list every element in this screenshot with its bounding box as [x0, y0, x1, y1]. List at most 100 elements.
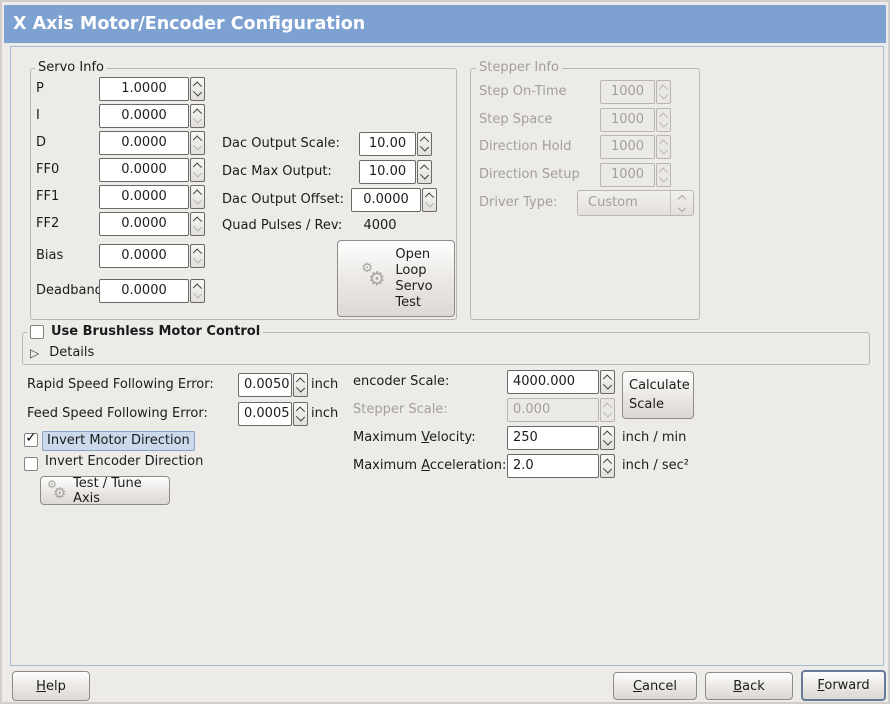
i-label: I [36, 108, 40, 123]
stepper-scale-label: Stepper Scale: [353, 402, 448, 417]
i-spin-buttons[interactable] [190, 104, 205, 128]
maximum-acceleration-input[interactable]: 2.0 [507, 454, 599, 478]
spin-down-icon [658, 145, 669, 155]
acceleration-unit-label: inch / sec² [622, 458, 690, 473]
ff0-label: FF0 [36, 162, 60, 177]
test-tune-axis-button[interactable]: ⚙ ⚙ Test / Tune Axis [40, 476, 170, 506]
ff1-input[interactable]: 0.0000 [99, 185, 189, 209]
spin-down-icon[interactable] [424, 198, 435, 208]
step-on-time-spinbox: 1000 [600, 80, 671, 104]
acceleration-spin-buttons[interactable] [600, 454, 615, 478]
spin-down-icon[interactable] [602, 380, 613, 390]
open-loop-servo-test-button[interactable]: ⚙ ⚙ Open Loop Servo Test [337, 240, 455, 317]
dac-output-scale-spinbox: 10.00 [359, 132, 432, 156]
maximum-velocity-input[interactable]: 250 [507, 426, 599, 450]
p-spinbox: 1.0000 [99, 77, 205, 101]
help-button[interactable]: Help [12, 671, 90, 701]
maximum-acceleration-label: Maximum Acceleration: [353, 458, 507, 473]
spin-down-icon[interactable] [419, 142, 430, 152]
i-spinbox: 0.0000 [99, 104, 205, 128]
driver-type-dropdown: Custom [577, 190, 694, 216]
spin-down-icon[interactable] [192, 168, 203, 178]
dac-max-output-spin-buttons[interactable] [417, 160, 432, 184]
bias-input[interactable]: 0.0000 [99, 244, 189, 268]
i-input[interactable]: 0.0000 [99, 104, 189, 128]
deadband-input[interactable]: 0.0000 [99, 279, 189, 303]
back-button[interactable]: Back [705, 672, 793, 700]
button-line: Loop [395, 262, 427, 278]
spin-down-icon[interactable] [192, 195, 203, 205]
button-line: Servo [395, 278, 433, 294]
invert-encoder-direction-label[interactable]: Invert Encoder Direction [45, 454, 204, 469]
cancel-label: Cancel [632, 678, 678, 694]
p-label: P [36, 81, 44, 96]
encoder-scale-spin-buttons[interactable] [600, 370, 615, 394]
cancel-button[interactable]: Cancel [613, 672, 697, 700]
quad-pulses-value: 4000 [363, 218, 397, 233]
dac-output-offset-spinbox: 0.0000 [351, 188, 437, 212]
spin-down-icon[interactable] [419, 170, 430, 180]
spin-down-icon[interactable] [602, 464, 613, 474]
bias-spin-buttons[interactable] [190, 244, 205, 268]
spin-down-icon [602, 408, 613, 418]
rapid-following-error-input[interactable]: 0.0050 [238, 373, 292, 397]
ff2-input[interactable]: 0.0000 [99, 212, 189, 236]
calculate-scale-button[interactable]: Calculate Scale [622, 371, 694, 419]
gear-icon: ⚙ [368, 267, 386, 290]
invert-motor-direction-label[interactable]: Invert Motor Direction [42, 431, 195, 451]
dac-output-offset-input[interactable]: 0.0000 [351, 188, 421, 212]
dac-output-scale-input[interactable]: 10.00 [359, 132, 416, 156]
encoder-scale-spinbox: 4000.000 [507, 370, 615, 394]
step-space-input: 1000 [600, 108, 655, 132]
feed-spin-buttons[interactable] [293, 402, 308, 426]
bias-spinbox: 0.0000 [99, 244, 205, 268]
content-area [10, 46, 884, 666]
encoder-scale-input[interactable]: 4000.000 [507, 370, 599, 394]
feed-following-error-label: Feed Speed Following Error: [27, 406, 208, 421]
encoder-scale-label: encoder Scale: [353, 374, 450, 389]
dac-output-scale-spin-buttons[interactable] [417, 132, 432, 156]
d-input[interactable]: 0.0000 [99, 131, 189, 155]
dac-max-output-input[interactable]: 10.00 [359, 160, 416, 184]
spin-down-icon[interactable] [192, 289, 203, 299]
rapid-spin-buttons[interactable] [293, 373, 308, 397]
velocity-spin-buttons[interactable] [600, 426, 615, 450]
stepper-scale-spin-buttons [600, 398, 615, 422]
button-line: Open [395, 246, 431, 262]
p-spin-buttons[interactable] [190, 77, 205, 101]
use-brushless-label: Use Brushless Motor Control [51, 324, 261, 339]
rapid-following-error-label: Rapid Speed Following Error: [27, 377, 214, 392]
step-on-time-spin-buttons [656, 80, 671, 104]
ff0-input[interactable]: 0.0000 [99, 158, 189, 182]
invert-motor-direction-checkbox[interactable]: ✓ [24, 430, 38, 447]
stepper-info-legend: Stepper Info [476, 60, 562, 75]
spin-down-icon[interactable] [192, 87, 203, 97]
deadband-spin-buttons[interactable] [190, 279, 205, 303]
forward-button[interactable]: Forward [801, 670, 886, 701]
spin-down-icon[interactable] [295, 412, 306, 422]
spin-down-icon[interactable] [602, 436, 613, 446]
maximum-acceleration-spinbox: 2.0 [507, 454, 615, 478]
invert-encoder-direction-checkbox[interactable] [24, 457, 38, 471]
spin-down-icon[interactable] [295, 383, 306, 393]
dac-output-offset-spin-buttons[interactable] [422, 188, 437, 212]
ff1-spin-buttons[interactable] [190, 185, 205, 209]
use-brushless-checkbox[interactable] [30, 324, 44, 339]
d-spin-buttons[interactable] [190, 131, 205, 155]
details-expander[interactable]: ▷ Details [30, 341, 94, 365]
open-loop-button-label: Open Loop Servo Test [395, 247, 432, 311]
step-on-time-label: Step On-Time [479, 84, 567, 99]
p-input[interactable]: 1.0000 [99, 77, 189, 101]
help-label: Help [36, 678, 66, 694]
dropdown-arrows-icon [670, 191, 693, 215]
direction-hold-input: 1000 [600, 135, 655, 159]
spin-down-icon [658, 90, 669, 100]
ff2-spin-buttons[interactable] [190, 212, 205, 236]
ff0-spin-buttons[interactable] [190, 158, 205, 182]
feed-following-error-input[interactable]: 0.0005 [238, 402, 292, 426]
spin-down-icon[interactable] [192, 222, 203, 232]
spin-down-icon[interactable] [192, 114, 203, 124]
spin-down-icon[interactable] [192, 141, 203, 151]
spin-down-icon[interactable] [192, 254, 203, 264]
expander-arrow-icon[interactable]: ▷ [30, 346, 40, 360]
